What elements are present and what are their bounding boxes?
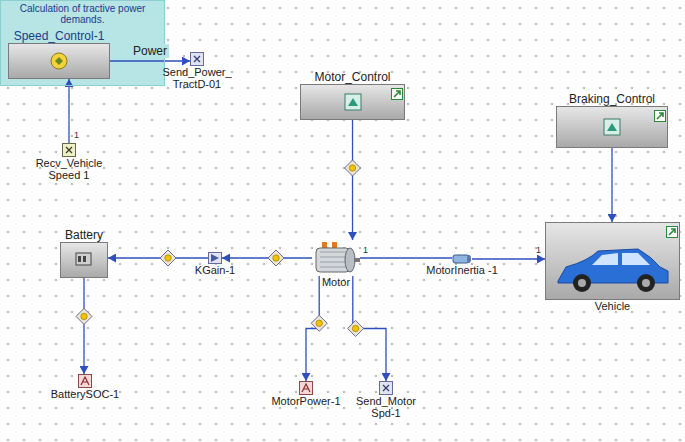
edge-group	[222, 250, 312, 266]
group-band: Calculation of tractive power demands. Sp…	[0, 0, 165, 86]
edge-group	[306, 276, 327, 381]
link-badge	[666, 224, 678, 236]
signal-connector	[108, 257, 208, 258]
signal-connector	[360, 257, 452, 258]
signal-connector	[68, 79, 69, 143]
block-body	[8, 43, 110, 79]
sensor-diamond	[345, 160, 361, 176]
port-icon	[426, 254, 498, 264]
edge-group	[110, 61, 190, 62]
motor-block: Motor	[306, 240, 366, 288]
edge-group	[76, 278, 92, 374]
node-label: Send_Motor Spd-1	[346, 395, 426, 419]
block-icon	[343, 92, 363, 112]
node-label: Recv_Vehicle Speed 1	[29, 157, 109, 181]
vehicle-block: Vehicle	[545, 222, 680, 312]
link-badge	[654, 108, 666, 120]
vehicle-body	[545, 222, 680, 300]
port-block: Recv_Vehicle Speed 1	[29, 143, 109, 181]
port-icon	[346, 381, 426, 395]
node-label: BatterySOC-1	[40, 388, 130, 400]
port-icon	[40, 374, 130, 388]
port-block: MotorPower-1	[264, 381, 348, 407]
node-label: Motor_Control	[300, 70, 405, 84]
block-body	[300, 84, 405, 120]
edge-group	[69, 79, 70, 143]
node-label: Speed_Control-1	[8, 27, 110, 43]
port-icon	[185, 252, 245, 264]
block-icon	[74, 250, 94, 270]
node-label: KGain-1	[185, 264, 245, 276]
node-label: Braking_Control	[556, 92, 668, 106]
edge-group	[108, 250, 208, 266]
port-block: Send_Motor Spd-1	[346, 381, 426, 419]
sensor-diamond	[160, 250, 176, 266]
node-label: Vehicle	[545, 300, 680, 312]
signal-connector	[353, 276, 386, 381]
subsystem-block: Battery	[60, 228, 108, 278]
node-label: MotorPower-1	[264, 395, 348, 407]
car-illustration	[552, 235, 672, 297]
signal-connector	[472, 258, 545, 259]
sensor-diamond	[348, 321, 364, 337]
edge-label: Power	[131, 44, 169, 58]
port-block: BatterySOC-1	[40, 374, 130, 400]
node-label: Send_Power_ TractD-01	[157, 66, 237, 90]
block-icon	[602, 117, 622, 137]
sensor-diamond	[76, 308, 92, 324]
edge-group	[472, 259, 545, 260]
group-band-fill	[0, 0, 165, 86]
node-label: MotorInertia -1	[426, 264, 498, 276]
edge-group	[348, 276, 386, 381]
port-block: MotorInertia -1	[426, 254, 498, 276]
signal-connector	[222, 257, 312, 258]
node-label: Motor	[306, 276, 366, 288]
signal-connector	[83, 278, 84, 374]
block-body	[556, 106, 668, 148]
port-block: KGain-1	[185, 252, 245, 276]
sensor-diamond	[268, 250, 284, 266]
subsystem-block: Motor_Control	[300, 70, 405, 120]
node-label: Battery	[60, 228, 108, 242]
port-icon	[29, 143, 109, 157]
port-number: 1	[536, 245, 541, 255]
port-icon	[264, 381, 348, 395]
link-badge	[391, 86, 403, 98]
sensor-diamond	[311, 315, 327, 331]
subsystem-block: Speed_Control-1	[8, 27, 110, 79]
signal-connector	[611, 148, 612, 222]
edge-group	[345, 120, 361, 240]
port-number: 1	[74, 130, 79, 140]
block-body	[60, 242, 108, 278]
node-label: Calculation of tractive power demands.	[1, 1, 164, 25]
signal-connector	[110, 60, 190, 61]
signal-connector	[352, 120, 353, 240]
port-number: 1	[363, 245, 368, 255]
edge-group	[612, 148, 613, 222]
block-icon	[49, 51, 69, 71]
motor-icon	[306, 240, 366, 276]
edge-group	[360, 258, 452, 259]
subsystem-block: Braking_Control	[556, 92, 668, 148]
